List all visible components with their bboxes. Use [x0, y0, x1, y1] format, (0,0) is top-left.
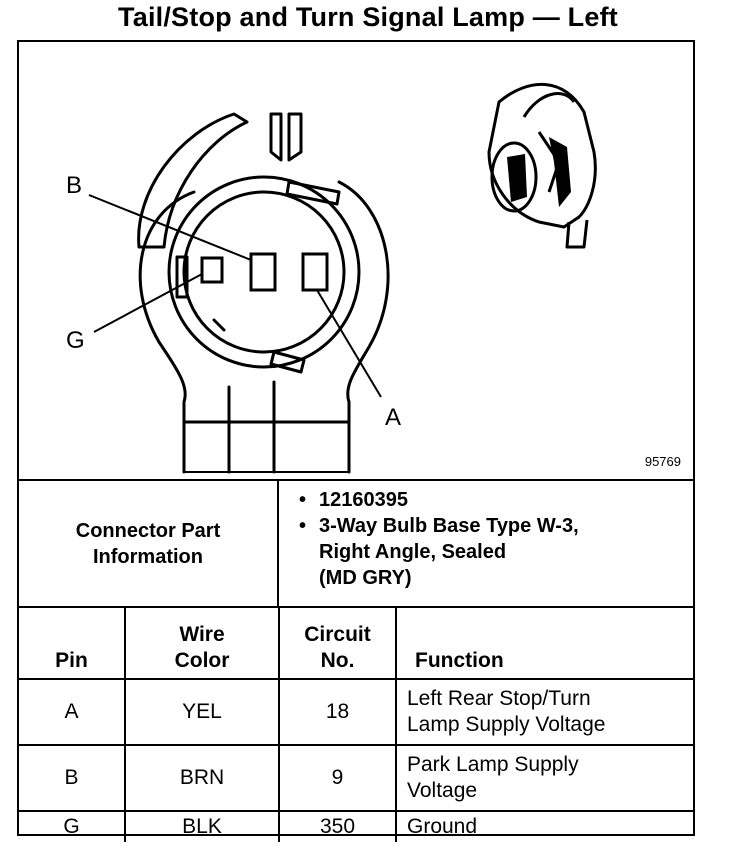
- description-line: (MD GRY): [319, 567, 412, 589]
- connector-part-info-values: 12160395 3-Way Bulb Base Type W-3, Right…: [279, 481, 693, 606]
- connector-diagram: B G A 95769: [19, 42, 693, 479]
- connector-3d-latch: [522, 92, 576, 118]
- leader-a: [316, 289, 382, 398]
- header-line: Circuit: [304, 623, 371, 646]
- leader-g: [93, 273, 203, 333]
- locking-tab: [137, 112, 249, 249]
- header-pin: Pin: [19, 606, 126, 680]
- connector-frame: B G A 95769 Connector Part Information 1…: [17, 40, 695, 842]
- small-notch: [212, 318, 226, 332]
- cell-wire-color: BRN: [124, 744, 280, 812]
- cell-wire-color: BLK: [124, 810, 280, 842]
- side-key: [175, 255, 189, 299]
- connector-drawing: [88, 82, 597, 474]
- connector-3d-face: [490, 141, 538, 213]
- info-label-line: Information: [93, 545, 203, 568]
- inner-ring: [167, 175, 361, 369]
- cell-circuit: 18: [278, 678, 397, 746]
- callout-g: G: [66, 327, 85, 354]
- header-function: Function: [395, 606, 693, 680]
- connector-3d-shade: [549, 137, 571, 207]
- info-label-line: Connector Part: [75, 519, 221, 542]
- cell-pin: B: [19, 744, 126, 812]
- function-line: Lamp Supply Voltage: [407, 713, 606, 736]
- table-row: B BRN 9 Park Lamp Supply Voltage: [19, 744, 693, 812]
- header-circuit: Circuit No.: [278, 606, 397, 680]
- cell-function: Ground: [395, 810, 693, 842]
- latch-post: [287, 112, 303, 162]
- cell-circuit: 350: [278, 810, 397, 842]
- callout-a: A: [385, 404, 402, 431]
- bottom-key: [269, 350, 306, 374]
- figure-id: 95769: [644, 454, 681, 469]
- part-number: 12160395: [299, 487, 693, 513]
- header-line: Color: [174, 649, 230, 672]
- connector-3d-body: [487, 82, 597, 229]
- header-line: Wire: [179, 623, 225, 646]
- housing-outline: [138, 180, 390, 424]
- connector-part-info-label: Connector Part Information: [19, 481, 279, 606]
- function-line: Left Rear Stop/Turn: [407, 687, 591, 710]
- callout-b: B: [66, 172, 83, 199]
- cell-wire-color: YEL: [124, 678, 280, 746]
- terminal-b: [249, 252, 277, 292]
- function-line: Park Lamp Supply: [407, 753, 579, 776]
- cell-circuit: 9: [278, 744, 397, 812]
- description-line: 3-Way Bulb Base Type W-3,: [319, 515, 579, 537]
- connector-3d-shade: [507, 154, 527, 202]
- page-title: Tail/Stop and Turn Signal Lamp — Left: [118, 2, 618, 32]
- cell-function: Park Lamp Supply Voltage: [395, 744, 693, 812]
- header-wire-color: Wire Color: [124, 606, 280, 680]
- key-notch: [285, 180, 341, 206]
- leader-b: [88, 194, 252, 261]
- cell-pin: A: [19, 678, 126, 746]
- pin-table: Pin Wire Color Circuit No. Function A YE…: [19, 606, 693, 842]
- table-row: G BLK 350 Ground: [19, 810, 693, 842]
- function-line: Voltage: [407, 779, 478, 802]
- table-row: A YEL 18 Left Rear Stop/Turn Lamp Supply…: [19, 678, 693, 746]
- cell-function: Left Rear Stop/Turn Lamp Supply Voltage: [395, 678, 693, 746]
- connector-3d-tail: [565, 219, 589, 249]
- connector-part-info: Connector Part Information 12160395 3-Wa…: [19, 479, 693, 606]
- cell-pin: G: [19, 810, 126, 842]
- header-line: No.: [320, 649, 355, 672]
- terminal-a: [301, 252, 329, 292]
- inner-bore: [182, 190, 346, 354]
- connector-description: 3-Way Bulb Base Type W-3, Right Angle, S…: [299, 513, 693, 591]
- description-line: Right Angle, Sealed: [319, 541, 507, 563]
- latch-post: [269, 112, 283, 162]
- table-header-row: Pin Wire Color Circuit No. Function: [19, 606, 693, 680]
- terminal-g: [200, 256, 224, 284]
